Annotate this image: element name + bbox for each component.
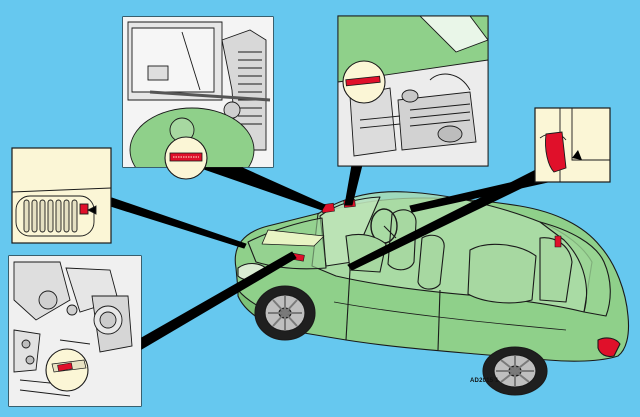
vin-plate-icon: [164, 136, 208, 180]
front-wheel: [254, 285, 316, 341]
rear-lamp: [597, 337, 621, 358]
car-trunk: [539, 221, 611, 317]
inset-engine-block-stamp: [8, 255, 142, 407]
grille-icon: [23, 199, 78, 233]
car-illustration: [234, 191, 630, 396]
door-pillar-icon: [545, 131, 582, 173]
leader-mid-left: [102, 197, 247, 249]
front-seat-2: [417, 234, 445, 290]
label-marker-pillar: [554, 235, 562, 248]
inset-door-pillar-label: [534, 107, 611, 183]
inset-engine-bay-label: [337, 15, 489, 167]
figure-reference-code: AD2015 1: [470, 378, 499, 384]
rear-seat: [467, 243, 537, 304]
inset-grille-label: [11, 147, 112, 244]
hood-label: [261, 229, 325, 247]
rear-wheel: [482, 346, 548, 396]
engine-label-icon: [342, 60, 386, 104]
inset-vin-plate-under-hood: [122, 16, 274, 180]
engine-block-icon: [45, 348, 89, 392]
rear-seat-back: [539, 237, 573, 303]
